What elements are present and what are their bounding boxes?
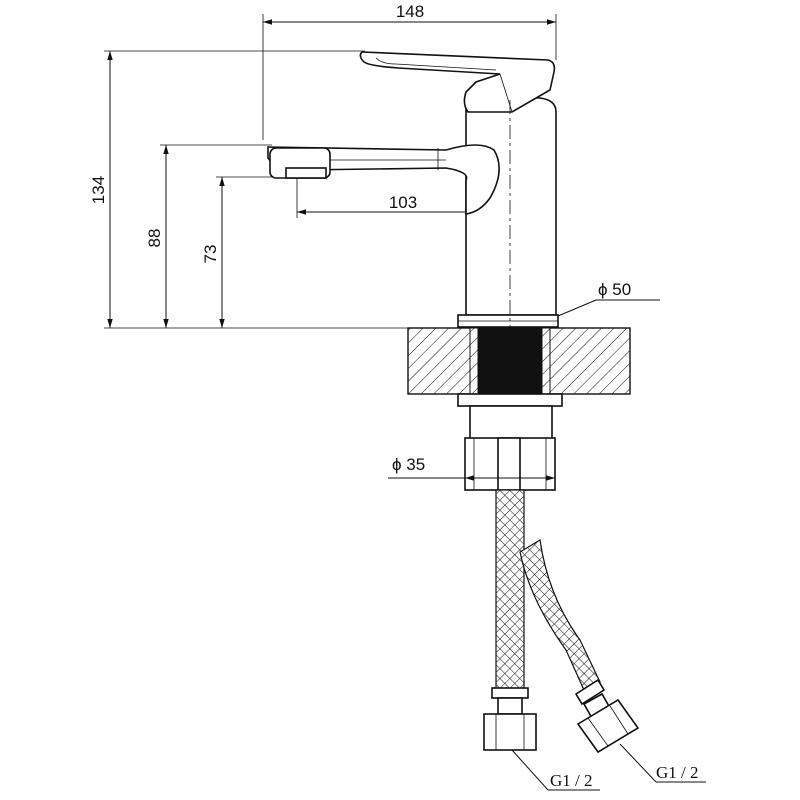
mounting-nut	[457, 393, 563, 441]
shank	[464, 437, 556, 491]
lever-handle	[359, 51, 556, 113]
dimension-body-diameter: ϕ 50	[557, 280, 660, 317]
overall-width-label: 148	[396, 2, 424, 21]
shank-diameter-label: ϕ 35	[392, 455, 425, 474]
dimension-outlet-height: 73	[201, 176, 297, 328]
left-hose-thread-label: G1 / 2	[550, 771, 593, 790]
right-hose	[519, 539, 640, 754]
dimension-overall-height: 134	[89, 50, 458, 329]
right-hose-thread-label: G1 / 2	[656, 763, 699, 782]
countertop-section	[407, 327, 631, 395]
left-hose-callout: G1 / 2	[511, 749, 600, 791]
body-diameter-label: ϕ 50	[598, 280, 631, 299]
outlet-height-label: 73	[201, 245, 220, 264]
overall-height-label: 134	[89, 176, 108, 204]
dimension-overall-width: 148	[262, 2, 557, 140]
spout-height-label: 88	[145, 229, 164, 248]
dimension-spout-height: 88	[145, 144, 272, 328]
left-hose	[483, 489, 537, 751]
dimension-shank-diameter: ϕ 35	[388, 455, 555, 481]
right-hose-callout: G1 / 2	[619, 743, 706, 783]
spout	[267, 144, 500, 215]
spout-reach-label: 103	[389, 193, 417, 212]
